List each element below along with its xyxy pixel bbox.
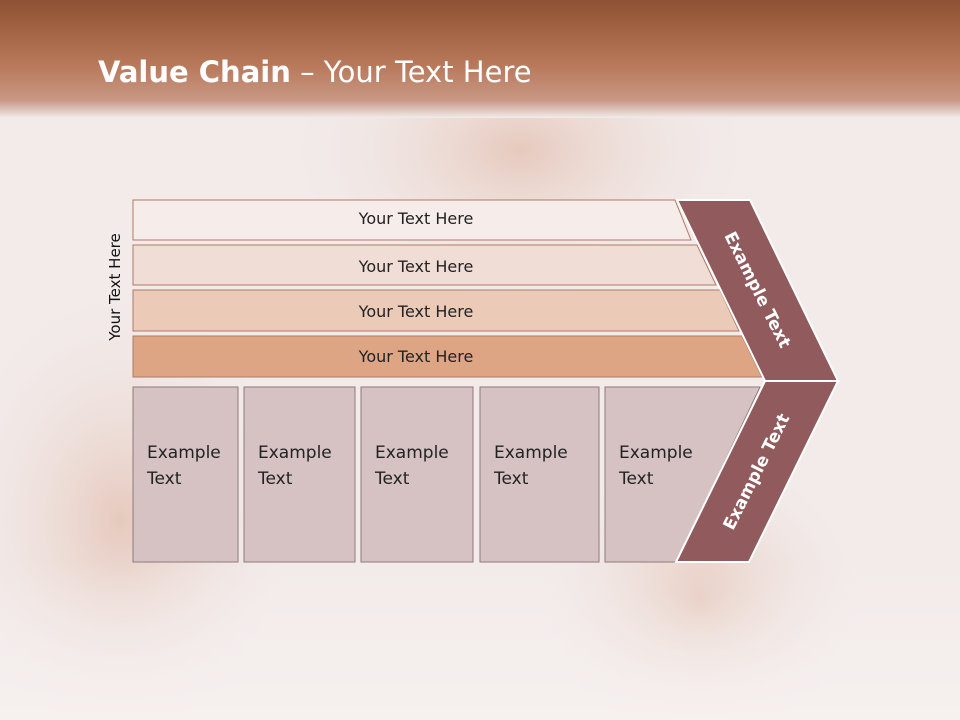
title-bar: [0, 0, 960, 118]
reflection-column-4: [479, 561, 600, 720]
bar-3-label: Your Text Here: [358, 302, 474, 321]
column-2: [243, 386, 356, 563]
bar-2-label: Your Text Here: [358, 257, 474, 276]
reflection-column-5-line1: Example: [619, 661, 693, 681]
reflection-lower-chevron: [676, 562, 827, 720]
column-5-line2: Text: [618, 469, 654, 489]
reflection-column-2-line2: Text: [257, 635, 293, 655]
column-3: [360, 386, 474, 563]
column-4-line2: Text: [493, 469, 529, 489]
reflection-column-1: [132, 561, 239, 720]
bar-3: [132, 289, 740, 332]
column-2-line2: Text: [257, 469, 293, 489]
reflection-column-3-line1: Example: [375, 661, 449, 681]
reflection-column-5-line2: Text: [618, 635, 654, 655]
reflection-column-3: [360, 561, 474, 720]
slide-title: Value Chain – Your Text Here: [98, 55, 532, 89]
reflection-column-2-line1: Example: [258, 661, 332, 681]
column-3-line2: Text: [374, 469, 410, 489]
bar-2: [132, 244, 717, 286]
bar-1-label: Your Text Here: [358, 209, 474, 228]
column-2-line1: Example: [258, 443, 332, 463]
reflection-column-1-line1: Example: [147, 661, 221, 681]
bar-4-label: Your Text Here: [358, 347, 474, 366]
column-5-line1: Example: [619, 443, 693, 463]
column-1: [132, 386, 239, 563]
column-1-line2: Text: [146, 469, 182, 489]
reflection-column-3-line2: Text: [374, 635, 410, 655]
bar-1: [132, 199, 692, 241]
reflection-column-4-line2: Text: [493, 635, 529, 655]
reflection-column-1-line2: Text: [146, 635, 182, 655]
slide-title-bold: Value Chain: [98, 55, 291, 89]
column-1-line1: Example: [147, 443, 221, 463]
slide-title-rest: – Your Text Here: [290, 55, 532, 89]
column-3-line1: Example: [375, 443, 449, 463]
lower-chevron: [674, 380, 840, 563]
reflection-column-2: [243, 561, 356, 720]
column-4-line1: Example: [494, 443, 568, 463]
reflection-column-4-line1: Example: [494, 661, 568, 681]
column-4: [479, 386, 600, 563]
